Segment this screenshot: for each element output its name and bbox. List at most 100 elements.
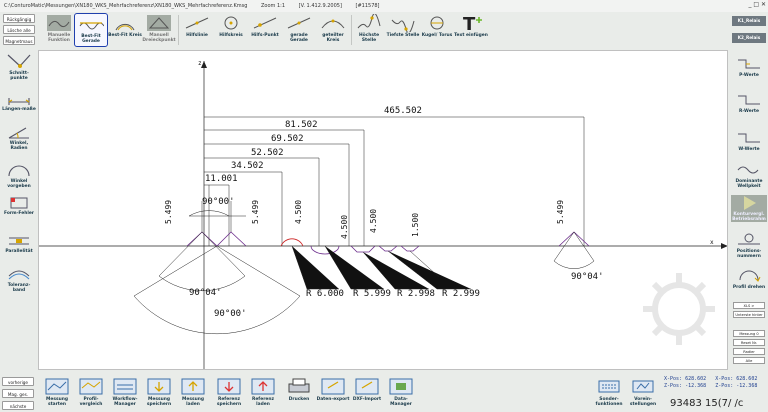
dim-vertical: 1.500 <box>411 213 420 237</box>
special-functions-button[interactable]: Sonder-funktionen <box>592 376 626 407</box>
w-values-button[interactable]: W-Werte <box>730 130 768 152</box>
angle-set-icon <box>8 165 30 177</box>
data-export-button[interactable]: Daten-export <box>316 376 350 402</box>
dominant-waviness-button[interactable]: Dominante Wellpkeit <box>730 162 768 189</box>
doc-id: [#11578] <box>355 3 380 9</box>
left-toolbar: Rückgängig Lösche alle Magnetmaus <box>0 12 38 370</box>
manual-function-icon <box>47 15 71 31</box>
print-button[interactable]: Drucken <box>282 376 316 402</box>
highest-point-icon <box>357 14 381 29</box>
split-circle-button[interactable]: geteilter Kreis <box>316 13 350 47</box>
w-values-icon <box>738 133 760 143</box>
p-values-button[interactable]: P-Werte <box>730 56 768 78</box>
x-axis-label: x <box>710 239 714 246</box>
intersections-button[interactable]: Schnitt-punkte <box>2 52 36 81</box>
load-measurement-button[interactable]: Messung laden <box>176 376 210 407</box>
dim-vertical: 4.500 <box>294 200 303 224</box>
previous-button[interactable]: vorherige <box>2 377 34 386</box>
dxf-import-button[interactable]: DXF-Import <box>350 376 384 402</box>
separator <box>351 15 352 45</box>
data-manager-icon <box>389 378 413 395</box>
logo-watermark-icon <box>643 273 715 345</box>
undo-button[interactable]: Rückgängig <box>3 14 35 23</box>
best-fit-circle-button[interactable]: Best-Fit Kreis <box>108 13 142 47</box>
mag-ges-button[interactable]: Mag. ges. <box>2 389 34 398</box>
ball-torus-button[interactable]: Kugel/ Torus <box>420 13 454 47</box>
start-measurement-icon <box>45 378 69 395</box>
k1-relais-button[interactable]: K1_Relais <box>732 16 766 26</box>
r-values-button[interactable]: R-Werte <box>730 92 768 114</box>
data-export-icon <box>321 378 345 395</box>
dim-label: 81.502 <box>285 120 318 130</box>
dim-label: 34.502 <box>231 161 264 171</box>
all-button[interactable]: Alle <box>733 357 765 364</box>
helper-point-button[interactable]: Hilfs-Punkt <box>248 13 282 47</box>
data-manager-button[interactable]: Data-Manager <box>384 376 418 407</box>
form-error-icon <box>10 197 28 209</box>
bottom-toolbar: vorherige Mag. ges. nächste Messung star… <box>0 372 768 412</box>
angle-label: 90°00' <box>214 309 247 319</box>
radius-label: R 2.999 <box>442 289 480 299</box>
length-button[interactable]: Längen-maße <box>2 92 36 112</box>
position-numbers-button[interactable]: Positions-nummern <box>730 232 768 259</box>
reset-number-button[interactable]: Reset Nr. <box>733 339 765 346</box>
save-measurement-button[interactable]: Messung speichern <box>142 376 176 407</box>
drawing-canvas[interactable]: x z 465.502 81.502 69.502 52.502 34.502 … <box>38 50 728 370</box>
best-fit-line-icon <box>79 22 104 30</box>
load-reference-button[interactable]: Referenz laden <box>246 376 280 407</box>
profile-compare-button[interactable]: Profil-vergleich <box>74 376 108 407</box>
radius-label: R 2.998 <box>397 289 435 299</box>
split-line-button[interactable]: gerade Gerade <box>282 13 316 47</box>
separator <box>178 15 179 45</box>
lowest-point-button[interactable]: Tiefste Stelle <box>386 13 420 47</box>
waviness-icon <box>737 166 759 174</box>
rotate-profile-button[interactable]: Profil drehen <box>730 268 768 290</box>
presettings-button[interactable]: Vorein-stellungen <box>626 376 660 407</box>
eraser-button[interactable]: Radier <box>733 348 765 355</box>
helper-line-button[interactable]: Hilfslinie <box>180 13 214 47</box>
angle-label: 90°04' <box>571 272 604 282</box>
angle-label: 90°00' <box>202 197 235 207</box>
xls-export-button[interactable]: XLS > <box>733 302 765 309</box>
position-readout: Z-Pos: -12.368 Z-Pos: -12.368 <box>664 383 758 389</box>
tolerance-band-button[interactable]: Toleranz-band <box>2 266 36 293</box>
highest-point-button[interactable]: Höchste Stelle <box>352 13 386 47</box>
svg-text:T: T <box>463 14 476 32</box>
next-button[interactable]: nächste <box>2 401 34 410</box>
workflow-manager-button[interactable]: Workflow-Manager <box>108 376 142 407</box>
best-fit-line-button[interactable]: Best-Fit Gerade <box>74 13 108 47</box>
form-error-button[interactable]: Form-Fehler <box>2 196 36 216</box>
zoom-level: Zoom 1:1 <box>261 3 286 9</box>
parallelism-button[interactable]: Parallelität <box>2 234 36 254</box>
dim-label: 465.502 <box>384 106 422 116</box>
helper-circle-button[interactable]: Hilfskreis <box>214 13 248 47</box>
angle-radius-button[interactable]: Winkel, Radien <box>2 126 36 151</box>
dxf-import-icon <box>355 378 379 395</box>
start-measurement-button[interactable]: Messung starten <box>40 376 74 407</box>
save-reference-button[interactable]: Referenz speichern <box>212 376 246 407</box>
ball-torus-icon <box>430 16 444 30</box>
window-controls[interactable]: _ □ ✕ <box>748 1 766 8</box>
manual-triangle-button[interactable]: Manuell Dreieckpunkt <box>142 13 176 47</box>
split-line-icon <box>287 17 311 29</box>
profile-drawing: x z 465.502 81.502 69.502 52.502 34.502 … <box>39 60 727 369</box>
position-number-icon <box>738 233 760 245</box>
contour-compare-button[interactable]: Konturvergl. Betriebsrahm <box>731 195 767 222</box>
set-angle-button[interactable]: Winkel vorgeben <box>2 164 36 189</box>
text-insert-icon: T <box>463 14 482 32</box>
insert-text-button[interactable]: T Text einfügen <box>454 14 488 38</box>
magnet-mouse-button[interactable]: Magnetmaus <box>3 36 35 45</box>
dim-vertical: 4.500 <box>340 215 349 239</box>
watermark-text: 93483 15(7/ /c <box>670 398 744 409</box>
z-axis-label: z <box>198 60 202 67</box>
r-values-icon <box>738 95 760 105</box>
load-measurement-icon <box>181 378 205 395</box>
play-icon <box>744 196 756 210</box>
profile-compare-icon <box>79 378 103 395</box>
dim-vertical: 5.499 <box>556 200 565 224</box>
k2-relais-button[interactable]: K2_Relais <box>732 33 766 43</box>
underline-button[interactable]: Unterste hinter <box>733 311 765 318</box>
save-measurement-icon <box>147 378 171 395</box>
manual-function-button[interactable]: Manuelle Funktion <box>42 13 76 47</box>
delete-all-button[interactable]: Lösche alle <box>3 25 35 34</box>
